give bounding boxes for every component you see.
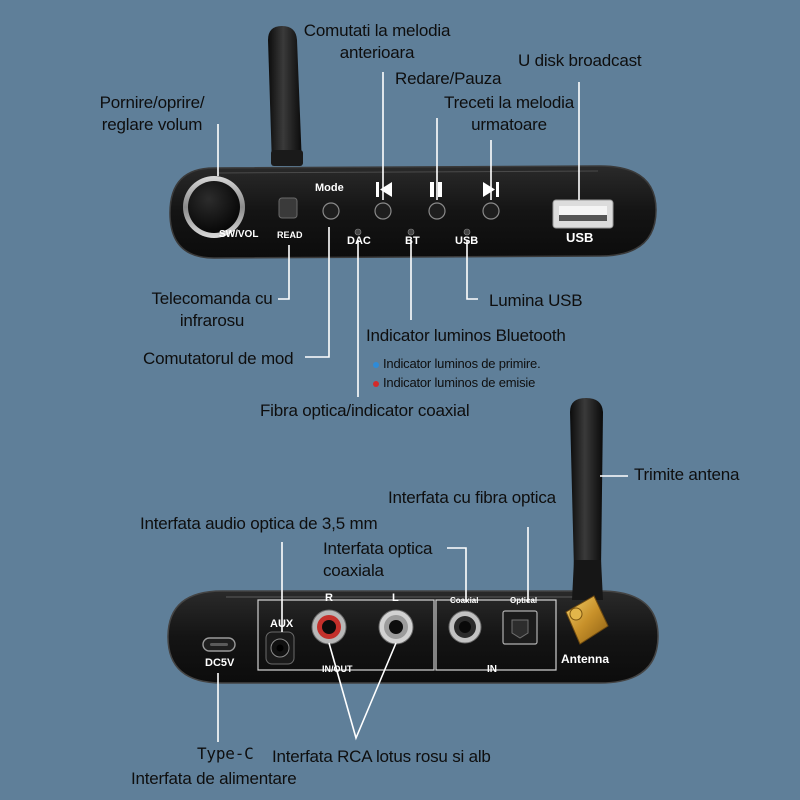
leader-lines: [217, 72, 628, 742]
usb-c-port: [202, 637, 236, 652]
play-pause-button: [428, 202, 446, 220]
dac-label: DAC: [347, 235, 371, 247]
callout-fiber-coax-indicator: Fibra optica/indicator coaxial: [260, 401, 470, 420]
aux-label: AUX: [270, 618, 294, 630]
bt-led: [407, 228, 415, 236]
callout-bt-indicator: Indicator luminos Bluetooth: [366, 326, 566, 345]
callout-type-c: Type-C: [197, 744, 254, 763]
bt-label: BT: [405, 235, 420, 247]
in-label: IN: [487, 664, 497, 675]
callout-send-antenna: Trimite antena: [634, 465, 740, 484]
blue-dot-icon: [373, 361, 379, 368]
callout-power-volume: Pornire/oprire/ reglare volum: [99, 93, 205, 134]
callout-infrared: Telecomanda cu infrarosu: [151, 289, 273, 330]
aux-jack: [265, 631, 295, 665]
mode-button: [322, 202, 340, 220]
callout-play-pause: Redare/Pauza: [395, 69, 502, 88]
antenna-label: Antenna: [561, 652, 609, 666]
knob-label: SW/VOL: [219, 229, 259, 240]
volume-knob: [183, 176, 245, 238]
usb-indicator-label: USB: [455, 235, 479, 247]
callout-bt-transmit: Indicator luminos de emisie: [373, 374, 535, 392]
usb-led: [463, 228, 471, 236]
optical-label: Optical: [510, 596, 538, 605]
prev-icon: [376, 182, 392, 197]
mode-label: Mode: [315, 182, 344, 194]
rca-red-jack: [311, 609, 347, 645]
callout-next-track: Treceti la melodia urmatoare: [444, 93, 574, 134]
callout-prev-track: Comutati la melodia anterioara: [303, 21, 451, 62]
rca-frame: [257, 599, 557, 671]
callout-mode-switch: Comutatorul de mod: [143, 349, 294, 368]
optical-port: [502, 610, 538, 645]
callout-power-interface: Interfata de alimentare: [131, 769, 297, 788]
callout-usb-broadcast: U disk broadcast: [518, 51, 642, 70]
back-antenna: [570, 398, 603, 600]
dac-led: [354, 228, 362, 236]
callout-coaxial-interface: Interfata optica coaxiala: [323, 539, 433, 580]
read-ir-window: [278, 197, 298, 219]
next-button: [482, 202, 500, 220]
inout-label: IN/OUT: [322, 664, 353, 674]
callout-rca-interface: Interfata RCA lotus rosu si alb: [272, 747, 491, 766]
play-pause-icon: [430, 182, 442, 197]
callout-bt-receive: Indicator luminos de primire.: [373, 355, 541, 373]
l-label: L: [392, 592, 399, 604]
next-icon: [483, 182, 499, 197]
usb-port: [552, 199, 614, 229]
callout-optical-interface: Interfata cu fibra optica: [388, 488, 556, 507]
antenna-connector: [565, 595, 609, 645]
front-antenna: [268, 26, 303, 166]
callout-usb-light: Lumina USB: [489, 291, 583, 310]
read-label: READ: [277, 230, 303, 240]
front-device-body: [169, 165, 657, 259]
dc-label: DC5V: [205, 657, 235, 669]
rca-white-jack: [378, 609, 414, 645]
r-label: R: [325, 592, 333, 604]
callout-aux-interface: Interfata audio optica de 3,5 mm: [140, 514, 378, 533]
coaxial-jack: [448, 610, 482, 644]
prev-button: [374, 202, 392, 220]
red-dot-icon: [373, 380, 379, 387]
coaxial-label: Coaxial: [450, 596, 479, 605]
usb-port-label: USB: [566, 230, 594, 245]
